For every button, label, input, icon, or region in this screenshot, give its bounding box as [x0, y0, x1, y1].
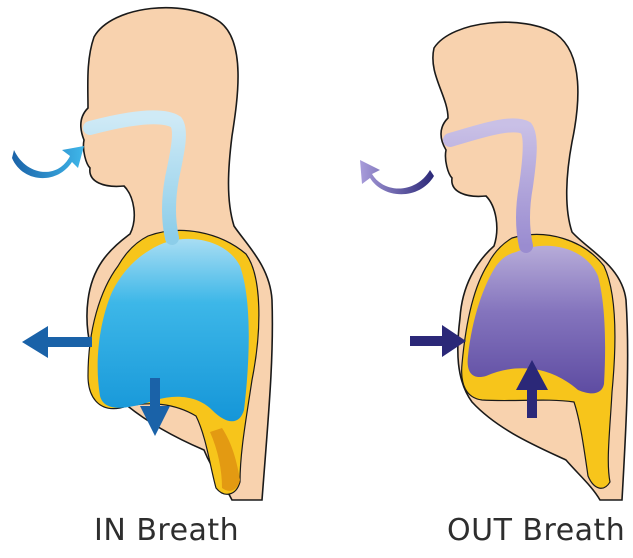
out-breath-caption: OUT Breath	[447, 513, 625, 548]
in-chest-arrow	[22, 326, 92, 358]
in-inhale-arrow	[12, 146, 84, 178]
in-breath-caption: IN Breath	[94, 513, 239, 548]
out-exhale-arrow	[360, 160, 434, 194]
in-breath-figure	[12, 8, 272, 500]
out-breath-figure	[360, 22, 628, 500]
